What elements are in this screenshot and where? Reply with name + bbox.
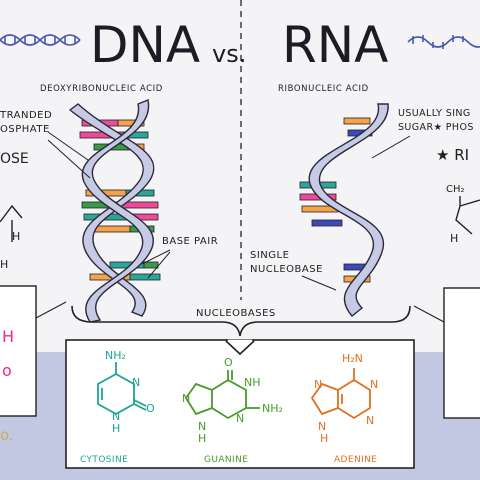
adenine-n-left: N (314, 378, 322, 391)
left-info-card (0, 285, 37, 417)
guanine-nh: NH (244, 376, 261, 389)
ch2-label: CH₂ (446, 184, 465, 195)
phosphate-label: OSPHATE (0, 124, 50, 135)
adenine-h: H (320, 432, 328, 445)
cytosine-nh2: NH₂ (105, 349, 126, 362)
sugar-ring-left-fragment (0, 204, 23, 242)
panel-notch (225, 340, 255, 356)
pointer-line (35, 301, 67, 319)
guanine-structure (184, 370, 260, 420)
left-h-label: H (0, 258, 8, 271)
pointer-line (47, 139, 91, 179)
rna-subtitle: RIBONUCLEIC ACID (278, 84, 369, 94)
title-vs: vs. (212, 40, 246, 68)
dna-subtitle: DEOXYRIBONUCLEIC ACID (40, 84, 163, 94)
watermark-fragment: o. (0, 426, 14, 444)
guanine-n-mid: N (236, 412, 244, 425)
left-card-o: o (2, 361, 12, 380)
cytosine-h: H (112, 422, 120, 435)
base-pair-rung (143, 261, 159, 269)
ose-label: OSE (0, 151, 29, 167)
cytosine-nh: N (112, 410, 120, 423)
pointer-line (147, 251, 171, 279)
sugar-ring-right-fragment (455, 196, 480, 235)
right-h-label: H (450, 232, 458, 245)
guanine-nh2: NH₂ (262, 402, 283, 415)
pointer-line (371, 135, 411, 159)
nucleobase-label: NUCLEOBASE (250, 264, 323, 275)
adenine-h2n: H₂N (342, 352, 363, 365)
guanine-o: O (224, 356, 233, 369)
pointer-line (47, 131, 89, 161)
right-info-card (443, 287, 480, 419)
ribose-partial-label: ★ RI (436, 146, 469, 164)
rna-strand (299, 103, 389, 317)
guanine-n-bot: N (198, 420, 206, 433)
left-h-label: H (12, 230, 20, 243)
rna-base (343, 117, 371, 125)
cytosine-n: N (132, 376, 140, 389)
adenine-structure (310, 368, 371, 420)
adenine-name: ADENINE (334, 455, 377, 465)
adenine-n-bot: N (318, 420, 326, 433)
guanine-name: GUANINE (204, 455, 248, 465)
nucleobases-brace (71, 305, 411, 337)
adenine-n-br: N (366, 414, 374, 427)
cytosine-name: CYTOSINE (80, 455, 128, 465)
title-dna: DNA (90, 16, 200, 74)
left-card-h: H (2, 327, 14, 346)
guanine-n-left: N (182, 392, 190, 405)
cytosine-structure (97, 362, 147, 416)
nucleobases-panel (65, 339, 415, 469)
base-pair-rung (121, 201, 159, 209)
dna-helix (68, 99, 161, 323)
rna-base (311, 219, 343, 227)
pointer-line (141, 249, 171, 265)
base-pair-rung (129, 273, 161, 281)
adenine-n-right: N (370, 378, 378, 391)
guanine-h: H (198, 432, 206, 445)
base-pair-label: BASE PAIR (162, 236, 218, 247)
rna-backbone (308, 103, 389, 317)
stranded-label: TRANDED (0, 110, 52, 121)
cytosine-o: O (146, 402, 155, 415)
dna-logo-left-icon (0, 34, 81, 46)
nucleobases-label: NUCLEOBASES (196, 308, 276, 319)
single-label: SINGLE (250, 250, 289, 261)
pointer-line (413, 305, 445, 323)
sugar-phosphate-label: SUGAR★ PHOS (398, 122, 474, 133)
title-rna: RNA (282, 16, 388, 74)
pointer-line (301, 275, 337, 291)
usually-single-label: USUALLY SING (398, 108, 471, 119)
rna-logo-right-icon (407, 35, 480, 49)
